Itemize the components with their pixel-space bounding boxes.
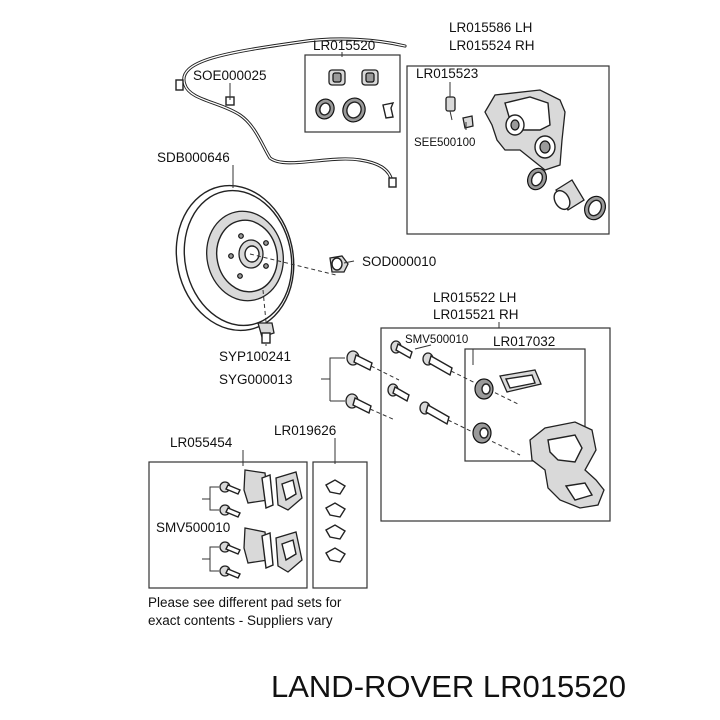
label-soe000025: SOE000025 — [193, 68, 267, 83]
page-title: LAND-ROVER LR015520 — [271, 669, 626, 704]
label-lr019626: LR019626 — [274, 423, 336, 438]
clip-kit-box — [312, 461, 368, 589]
pin-boot-kit — [472, 369, 542, 444]
label-lr015524: LR015524 RH — [449, 38, 535, 53]
seal-kit-box — [304, 54, 401, 133]
pad-note-line-1: Please see different pad sets for — [148, 595, 342, 610]
pad-note-line-2: exact contents - Suppliers vary — [148, 613, 333, 628]
label-syg000013: SYG000013 — [219, 372, 293, 387]
bleed-screw — [257, 322, 275, 344]
caliper-carrier — [529, 421, 605, 509]
disc-retaining-screw — [329, 255, 349, 273]
caliper-box — [406, 65, 610, 235]
label-syp100241: SYP100241 — [219, 349, 291, 364]
seal-kit-parts — [315, 69, 395, 123]
label-smv500010-top: SMV500010 — [405, 334, 468, 346]
label-see500100: SEE500100 — [414, 137, 475, 149]
label-sod000010: SOD000010 — [362, 254, 436, 269]
label-lr055454: LR055454 — [170, 435, 233, 450]
label-lr017032: LR017032 — [493, 334, 555, 349]
pad-set-box — [148, 461, 308, 589]
brake-disc — [175, 184, 337, 332]
pin-kit-box — [464, 348, 586, 462]
carrier-bolts — [345, 350, 400, 421]
carrier-box — [380, 327, 611, 522]
label-lr015521: LR015521 RH — [433, 307, 519, 322]
label-lr015520: LR015520 — [313, 38, 375, 53]
label-lr015523: LR015523 — [416, 66, 478, 81]
guide-pins — [387, 340, 521, 456]
label-sdb000646: SDB000646 — [157, 150, 230, 165]
label-lr015586: LR015586 LH — [449, 20, 532, 35]
label-lr015522: LR015522 LH — [433, 290, 516, 305]
label-smv500010-bottom: SMV500010 — [156, 520, 230, 535]
brake-caliper — [445, 89, 606, 221]
brake-pad-set — [202, 469, 303, 579]
pad-clip-kit — [325, 479, 346, 563]
leader-lines — [229, 52, 500, 466]
brake-hose — [175, 37, 407, 188]
